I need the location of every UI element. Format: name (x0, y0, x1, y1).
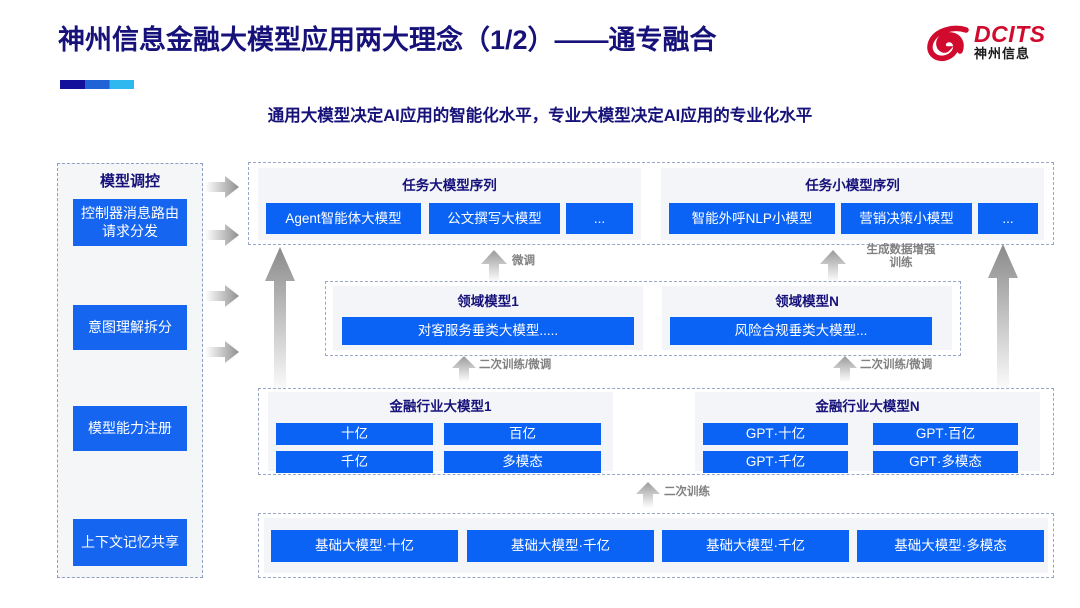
arrow-label-retrain: 二次训练 (664, 486, 710, 498)
domain-row-container (325, 281, 961, 356)
task-large-item-1[interactable]: Agent智能体大模型 (266, 203, 421, 234)
page-header: 神州信息金融大模型应用两大理念（1/2）——通专融合 通用大模型决定AI应用的智… (0, 0, 1080, 140)
arrow-label-retrain-tune-right: 二次训练/微调 (860, 359, 933, 371)
logo-text: DCITS 神州信息 (974, 22, 1062, 62)
flow-arrow-right-3 (205, 285, 239, 307)
domain-right-title: 领域模型N (775, 294, 839, 309)
task-row-container (248, 162, 1054, 245)
arrow-label-retrain-tune-left: 二次训练/微调 (479, 359, 552, 371)
base-item-3[interactable]: 基础大模型·千亿 (662, 530, 849, 562)
page-title: 神州信息金融大模型应用两大理念（1/2）——通专融合 (58, 25, 717, 55)
flow-arrow-up-retrain-left (452, 356, 476, 382)
base-row-container (258, 513, 1054, 578)
industry-left-title: 金融行业大模型1 (389, 399, 492, 414)
industry-left-item-3[interactable]: 千亿 (276, 451, 433, 473)
task-small-item-1[interactable]: 智能外呼NLP小模型 (669, 203, 835, 234)
flow-arrow-up-tall-left (265, 247, 295, 395)
flow-arrow-up-retrain-right (833, 356, 857, 382)
industry-right-item-3[interactable]: GPT·千亿 (703, 451, 848, 473)
task-large-title: 任务大模型序列 (402, 178, 497, 193)
arrow-label-data-aug: 生成数据增强 训练 (851, 244, 951, 270)
sidebar-title: 模型调控 (99, 173, 160, 190)
sidebar-item-context-memory[interactable]: 上下文记忆共享 (73, 519, 187, 566)
domain-right-item-1[interactable]: 风险合规垂类大模型... (670, 317, 932, 345)
industry-right-title: 金融行业大模型N (815, 399, 920, 414)
task-small-item-2[interactable]: 营销决策小模型 (841, 203, 972, 234)
sidebar-item-controller-routing[interactable]: 控制器消息路由请求分发 (73, 199, 187, 246)
flow-arrow-up-tall-right (988, 244, 1018, 394)
flow-arrow-up-data-aug (820, 250, 846, 282)
industry-right-item-4[interactable]: GPT·多模态 (873, 451, 1018, 473)
dcits-swirl-icon (926, 24, 970, 64)
task-small-item-3[interactable]: ... (978, 203, 1038, 234)
arrow-label-fine-tune: 微调 (512, 255, 535, 267)
industry-left-item-2[interactable]: 百亿 (444, 423, 601, 445)
flow-arrow-up-fine-tune (481, 250, 507, 282)
task-small-title: 任务小模型序列 (805, 178, 900, 193)
base-item-2[interactable]: 基础大模型·千亿 (467, 530, 654, 562)
industry-right-item-1[interactable]: GPT·十亿 (703, 423, 848, 445)
domain-left-title: 领域模型1 (457, 294, 519, 309)
sidebar-item-capability-registry[interactable]: 模型能力注册 (73, 406, 187, 451)
flow-arrow-right-2 (205, 224, 239, 246)
page-subtitle: 通用大模型决定AI应用的智能化水平，专业大模型决定AI应用的专业化水平 (267, 107, 813, 125)
industry-row-container (258, 388, 1054, 475)
dcits-logo: DCITS 神州信息 (926, 20, 1062, 78)
base-item-1[interactable]: 基础大模型·十亿 (271, 530, 458, 562)
industry-right-item-2[interactable]: GPT·百亿 (873, 423, 1018, 445)
domain-left-item-1[interactable]: 对客服务垂类大模型..... (342, 317, 634, 345)
sidebar-item-intent-parsing[interactable]: 意图理解拆分 (73, 305, 187, 350)
task-large-item-3[interactable]: ... (566, 203, 633, 234)
title-accent-bar (60, 80, 134, 89)
arrow-label-data-aug-line2: 训练 (889, 257, 913, 269)
flow-arrow-right-1 (205, 176, 239, 198)
flow-arrow-right-4 (205, 341, 239, 363)
logo-sub: 神州信息 (974, 46, 1031, 61)
logo-name: DCITS (974, 21, 1046, 47)
industry-left-item-4[interactable]: 多模态 (444, 451, 601, 473)
base-item-4[interactable]: 基础大模型·多模态 (857, 530, 1044, 562)
industry-left-item-1[interactable]: 十亿 (276, 423, 433, 445)
flow-arrow-up-retrain (636, 482, 660, 508)
arrow-label-data-aug-line1: 生成数据增强 (866, 244, 936, 256)
task-large-item-2[interactable]: 公文撰写大模型 (429, 203, 560, 234)
